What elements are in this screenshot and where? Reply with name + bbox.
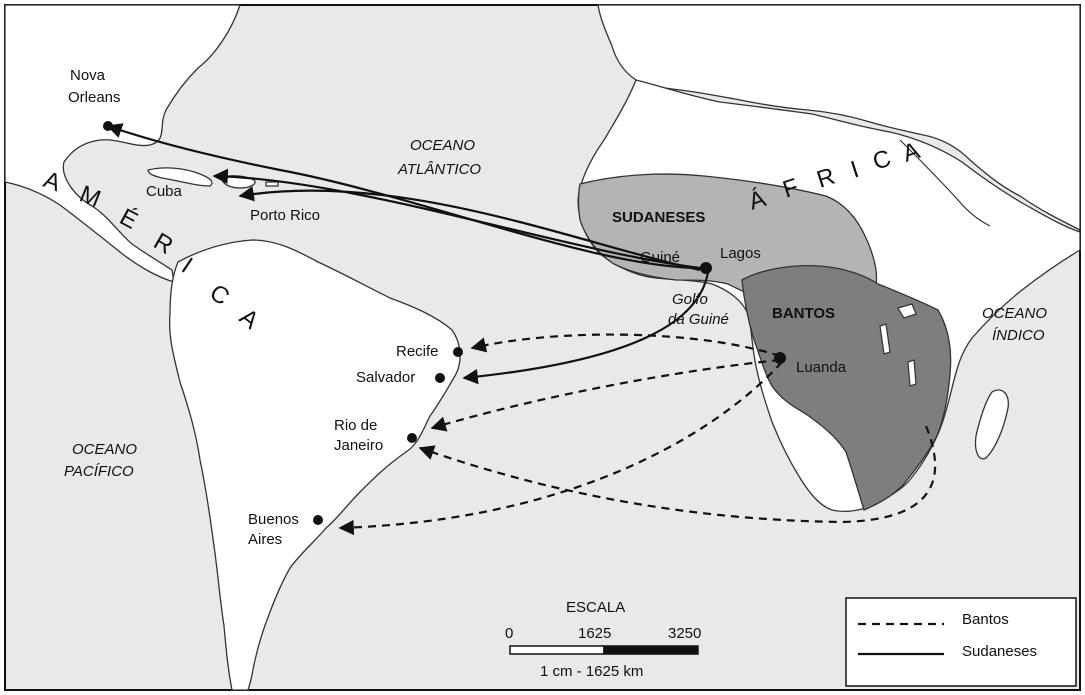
scale-segment-1 (509, 645, 605, 655)
scale-tick-0: 0 (505, 625, 513, 642)
buenos-aires-label-2: Aires (248, 531, 282, 548)
scale-tick-2: 3250 (668, 625, 701, 642)
luanda-marker (774, 352, 786, 364)
route-bantos-buenos-aires (338, 361, 783, 536)
buenos-aires-marker (313, 515, 323, 525)
rio-marker (407, 433, 417, 443)
lake-tanganyika (879, 323, 891, 355)
pacific-label-2: PACÍFICO (64, 463, 134, 480)
rio-label-2: Janeiro (334, 437, 383, 454)
nova-orleans-marker (103, 121, 113, 131)
legend-box (845, 597, 1077, 687)
sudaneses-routes (106, 123, 710, 385)
rio-label-1: Rio de (334, 417, 377, 434)
gulf-label-1: Golfo (672, 291, 708, 308)
scale-caption: 1 cm - 1625 km (540, 663, 643, 680)
route-sudaneses-nova-orleans (106, 123, 707, 270)
luanda-label: Luanda (796, 359, 847, 376)
legend-sudaneses-label: Sudaneses (962, 643, 1037, 660)
route-sudaneses-cuba (212, 168, 701, 270)
cuba-island (147, 167, 213, 187)
city-markers (103, 121, 786, 525)
indian-label-1: OCEANO (982, 305, 1047, 322)
lake-malawi (907, 359, 917, 387)
gulf-label-2: da Guiné (668, 311, 729, 328)
puerto-rico-island (265, 181, 279, 187)
route-bantos-recife (470, 333, 781, 358)
recife-label: Recife (396, 343, 439, 360)
madagascar-island (974, 389, 1009, 460)
salvador-label: Salvador (356, 369, 415, 386)
red-sea-coast (899, 139, 991, 227)
guine-label: Guiné (640, 249, 680, 266)
scale-bar: ESCALA 0 1625 3250 1 cm - 1625 km (505, 599, 701, 680)
south-america-land (168, 239, 461, 691)
route-bantos-mozambique-rio (418, 425, 937, 524)
scale-segment-2 (603, 645, 699, 655)
legend: Bantos Sudaneses (845, 597, 1077, 687)
bantos-region (741, 264, 952, 511)
sudaneses-label: SUDANESES (612, 209, 705, 226)
pacific-label-1: OCEANO (72, 441, 137, 458)
atlantic-label-1: OCEANO (410, 137, 475, 154)
lagos-label: Lagos (720, 245, 761, 262)
bantos-routes (338, 333, 937, 536)
north-america-land (4, 4, 241, 283)
nova-orleans-label-2: Orleans (68, 89, 121, 106)
route-bantos-rio (430, 358, 781, 432)
salvador-marker (435, 373, 445, 383)
lagos-marker (700, 262, 712, 274)
cuba-label: Cuba (146, 183, 183, 200)
route-sudaneses-porto-rico (238, 186, 701, 272)
indian-label-2: ÍNDICO (992, 327, 1045, 344)
scale-title: ESCALA (566, 599, 625, 616)
europe-land (597, 4, 1081, 232)
scale-tick-1: 1625 (578, 625, 611, 642)
recife-marker (453, 347, 463, 357)
legend-bantos-label: Bantos (962, 611, 1009, 628)
porto-rico-label: Porto Rico (250, 207, 320, 224)
lake-victoria (897, 303, 917, 319)
nova-orleans-label-1: Nova (70, 67, 106, 84)
atlantic-label-2: ATLÂNTICO (397, 161, 481, 178)
buenos-aires-label-1: Buenos (248, 511, 299, 528)
bantos-label: BANTOS (772, 305, 835, 322)
